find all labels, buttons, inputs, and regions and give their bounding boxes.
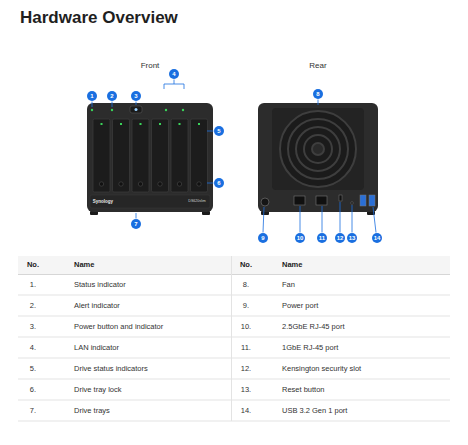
- table-name: Drive trays: [74, 406, 110, 414]
- callout-number: 5: [214, 126, 224, 136]
- callout-number: 13: [347, 233, 357, 243]
- model-mark: DS620slim: [188, 200, 205, 204]
- rear-unit: [258, 103, 378, 215]
- table-number: 14.: [241, 406, 251, 414]
- table-name: Fan: [282, 280, 295, 288]
- table-number: 10.: [241, 322, 251, 330]
- table-header: Name: [74, 261, 94, 269]
- callout-number: 2: [107, 91, 117, 101]
- brand-mark: Synology: [93, 199, 113, 204]
- table-name: Power port: [282, 301, 318, 309]
- table-name: Power button and indicator: [74, 322, 163, 330]
- callout-number: 8: [313, 89, 323, 99]
- table-header: Name: [282, 261, 302, 269]
- callout-number: 12: [335, 233, 345, 243]
- front-unit: [87, 103, 213, 215]
- table-name: USB 3.2 Gen 1 port: [282, 406, 347, 414]
- table-number: 2.: [30, 301, 36, 309]
- table-name: LAN indicator: [74, 343, 119, 351]
- table-number: 7.: [30, 406, 36, 414]
- view-heading: Front: [141, 62, 160, 71]
- callout-number: 1: [87, 91, 97, 101]
- table-number: 5.: [30, 364, 36, 372]
- table-number: 11.: [241, 343, 251, 351]
- table-name: Status indicator: [74, 280, 126, 288]
- callout-number: 9: [258, 233, 268, 243]
- table-number: 8.: [243, 280, 249, 288]
- callout-number: 11: [317, 233, 327, 243]
- table-name: Drive status indicators: [74, 364, 148, 372]
- table-number: 12.: [241, 364, 251, 372]
- table-number: 13.: [241, 385, 251, 393]
- leader-lines: [92, 80, 376, 233]
- callout-number: 3: [131, 91, 141, 101]
- table-number: 6.: [30, 385, 36, 393]
- callout-number: 10: [295, 233, 305, 243]
- table-name: 2.5GbE RJ-45 port: [282, 322, 345, 330]
- table-header: No.: [27, 261, 39, 269]
- table-number: 4.: [30, 343, 36, 351]
- table-header: No.: [240, 261, 252, 269]
- callout-number: 4: [169, 69, 179, 79]
- callout-number: 7: [131, 219, 141, 229]
- page-title: Hardware Overview: [20, 9, 178, 28]
- table-name: Alert indicator: [74, 301, 120, 309]
- table-name: Reset button: [282, 385, 325, 393]
- table-rules: [18, 256, 450, 421]
- table-number: 9.: [243, 301, 249, 309]
- table-number: 3.: [30, 322, 36, 330]
- view-heading: Rear: [309, 62, 326, 71]
- table-name: 1GbE RJ-45 port: [282, 343, 338, 351]
- table-name: Drive tray lock: [74, 385, 122, 393]
- callout-number: 6: [214, 178, 224, 188]
- table-name: Kensington security slot: [282, 364, 361, 372]
- callout-number: 14: [372, 233, 382, 243]
- table-number: 1.: [30, 280, 36, 288]
